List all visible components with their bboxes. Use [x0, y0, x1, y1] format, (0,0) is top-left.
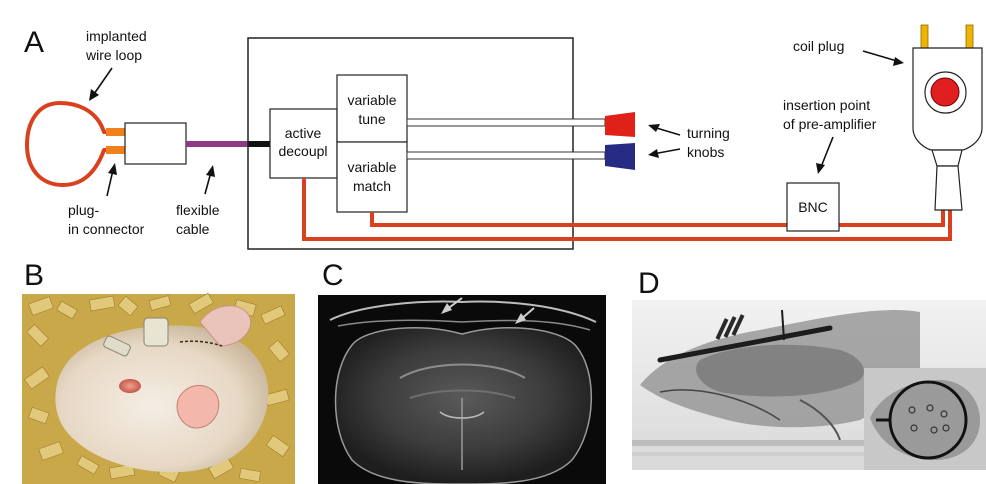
turning-knobs-line1: turning — [687, 125, 730, 141]
plug-in-connector-line1: plug- — [68, 202, 99, 218]
coil-plug-label: coil plug — [793, 38, 844, 54]
active-decoupl-line2: decoupl — [278, 143, 327, 159]
match-knob — [605, 143, 635, 170]
mri-image — [318, 295, 606, 484]
variable-match-box: variable match — [337, 142, 407, 212]
panel-d: D — [632, 267, 986, 470]
plug-in-connector-line2: in connector — [68, 221, 145, 237]
variable-tune-line2: tune — [358, 111, 385, 127]
xray-inset — [864, 368, 986, 470]
bnc-label: BNC — [798, 199, 828, 215]
insertion-point-line1: insertion point — [783, 97, 870, 113]
panel-label-a: A — [24, 26, 44, 59]
rat-photo — [22, 293, 295, 484]
active-decoupling-box: active decoupl — [270, 109, 337, 178]
variable-tune-line1: variable — [347, 92, 396, 108]
flexible-cable-label: flexible cable — [176, 165, 220, 237]
panel-label-b: B — [24, 259, 44, 292]
insertion-point-label: insertion point of pre-amplifier — [783, 97, 877, 174]
tune-knob — [605, 112, 635, 137]
knob-shafts — [407, 119, 605, 159]
bnc-connector: BNC — [787, 183, 839, 231]
panel-label-c: C — [322, 259, 344, 292]
panel-label-d: D — [638, 267, 660, 300]
implanted-wire-loop-line2: wire loop — [85, 47, 142, 63]
turning-knobs-line2: knobs — [687, 144, 724, 160]
panel-c: C — [318, 259, 606, 484]
implanted-wire-loop-label: implanted wire loop — [85, 28, 147, 101]
plug-in-connector — [106, 123, 186, 164]
variable-match-line2: match — [353, 178, 391, 194]
panel-a: A active decoupl variable — [24, 25, 982, 249]
implanted-wire-loop-line1: implanted — [86, 28, 147, 44]
plug-in-connector-label: plug- in connector — [68, 163, 145, 237]
xray-image — [632, 300, 986, 470]
panel-b: B — [22, 259, 295, 484]
insertion-point-line2: of pre-amplifier — [783, 116, 877, 132]
turning-knobs-label: turning knobs — [648, 124, 730, 160]
flexible-cable-line1: flexible — [176, 202, 220, 218]
variable-match-line1: variable — [347, 159, 396, 175]
active-decoupl-line1: active — [285, 125, 322, 141]
variable-tune-box: variable tune — [337, 75, 407, 142]
flexible-cable-line2: cable — [176, 221, 210, 237]
